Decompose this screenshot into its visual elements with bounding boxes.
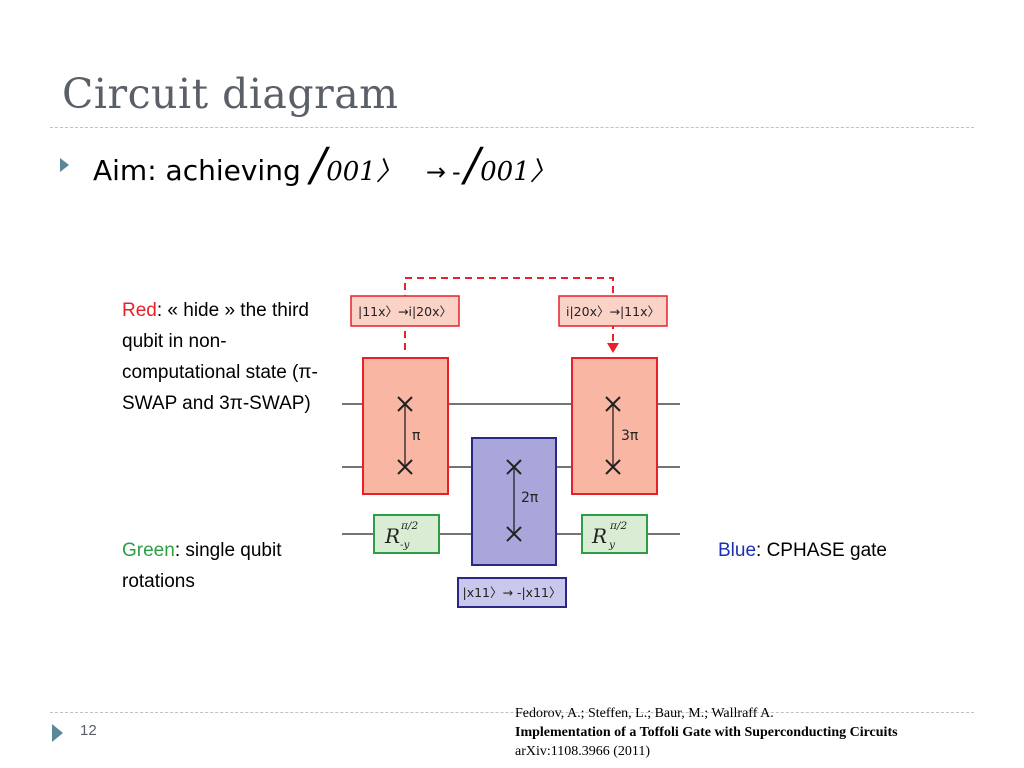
red-label-right: i|20x〉→|11x〉	[566, 304, 660, 319]
circuit-diagram: |11x〉→i|20x〉 i|20x〉→|11x〉 π 3π 2π R π/2 …	[342, 277, 680, 608]
aim-bullet: Aim: achieving / 001〉 → - / 001〉	[93, 137, 556, 191]
reference-authors: Fedorov, A.; Steffen, L.; Baur, M.; Wall…	[515, 706, 774, 721]
slide-title: Circuit diagram	[62, 70, 399, 118]
aim-label: Aim: achieving	[93, 154, 301, 187]
cphase-angle: 2π	[521, 490, 539, 506]
cphase-label: |x11〉→ -|x11〉	[463, 585, 562, 600]
swap-angle-left: π	[412, 428, 421, 444]
swap-gate-right	[571, 357, 658, 495]
title-divider	[50, 127, 974, 128]
page-number: 12	[80, 722, 97, 739]
arrow-symbol: →	[425, 158, 446, 186]
rotation-gate-right	[581, 514, 648, 554]
rotation-gate-left	[373, 514, 440, 554]
red-label-left: |11x〉→i|20x〉	[358, 304, 452, 319]
minus-symbol: -	[451, 158, 461, 186]
green-description: : single qubit rotations	[122, 540, 282, 592]
ket-bar: /	[310, 137, 327, 191]
red-description: : « hide » the third qubit in non-comput…	[122, 300, 318, 414]
green-keyword: Green	[122, 540, 175, 561]
swap-cross-icon	[605, 396, 621, 475]
green-note: Green: single qubit rotations	[122, 535, 332, 597]
reference-citation: Fedorov, A.; Steffen, L.; Baur, M.; Wall…	[515, 704, 898, 761]
red-note: Red: « hide » the third qubit in non-com…	[122, 295, 332, 419]
swap-angle-right: 3π	[621, 428, 639, 444]
ket-bar: /	[464, 137, 481, 191]
red-label-box-right	[558, 295, 668, 327]
rotation-left-sub: -y	[400, 539, 411, 551]
rotation-left-sup: π/2	[400, 520, 418, 532]
ket-final: 001〉	[480, 157, 556, 187]
blue-note: Blue: CPHASE gate	[718, 535, 938, 566]
blue-keyword: Blue	[718, 540, 757, 561]
cphase-cross-icon	[506, 459, 522, 542]
footer-arrow-icon	[52, 724, 63, 742]
bullet-arrow-icon	[60, 158, 69, 172]
swap-cross-icon	[397, 396, 413, 475]
rotation-right-base: R	[591, 524, 607, 548]
rotation-right-sup: π/2	[609, 520, 627, 532]
reference-title: Implementation of a Toffoli Gate with Su…	[515, 725, 898, 740]
reference-id: arXiv:1108.3966 (2011)	[515, 744, 651, 759]
ket-initial: 001〉	[326, 157, 402, 187]
arrowhead-icon	[607, 343, 619, 353]
blue-description: : CPHASE gate	[756, 540, 887, 561]
red-label-box-left	[350, 295, 460, 327]
red-keyword: Red	[122, 300, 157, 321]
footer-divider	[50, 712, 974, 713]
rotation-right-sub: y	[608, 539, 616, 551]
cphase-label-box	[457, 577, 567, 608]
rotation-left-base: R	[384, 524, 400, 548]
